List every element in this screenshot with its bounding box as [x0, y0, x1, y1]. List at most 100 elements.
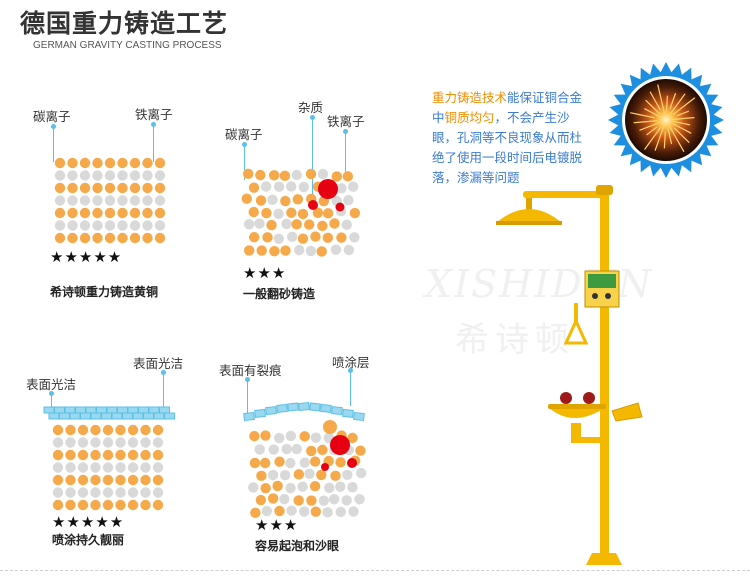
iron-ion-dot	[310, 506, 322, 517]
iron-ion-dot	[316, 469, 327, 481]
iron-ion-dot	[115, 499, 126, 511]
iron-ion-dot	[127, 424, 139, 436]
carbon-ion-dot	[104, 170, 116, 181]
carbon-ion-dot	[248, 482, 259, 493]
carbon-ion-dot	[285, 457, 296, 469]
carbon-ion-dot	[52, 487, 64, 498]
iron-ion-dot	[152, 424, 164, 436]
iron-ion-dot	[102, 449, 114, 461]
process-description: 重力铸造技术能保证铜合金中铜质均匀，不会产生沙眼，孔洞等不良现象从而杜绝了使用一…	[432, 88, 592, 188]
rating-stars: ★★★★★	[52, 513, 125, 531]
leader-line	[153, 124, 154, 162]
label-carbon-ion: 碳离子	[225, 127, 263, 142]
iron-ion-dot	[92, 157, 103, 169]
carbon-ion-dot	[79, 195, 91, 206]
iron-ion-dot	[90, 474, 101, 486]
carbon-ion-dot	[286, 181, 297, 192]
iron-ion-dot	[140, 449, 151, 461]
carbon-ion-dot	[52, 437, 64, 448]
iron-ion-dot	[115, 424, 126, 436]
iron-ion-dot	[306, 495, 317, 506]
carbon-ion-dot	[117, 195, 128, 206]
iron-ion-dot	[52, 474, 64, 486]
coating-brick	[331, 406, 343, 416]
iron-ion-dot	[154, 182, 166, 194]
coating-brick	[132, 412, 144, 420]
iron-ion-dot	[248, 232, 260, 243]
carbon-ion-dot	[279, 493, 290, 505]
coating-brick	[96, 406, 107, 414]
carbon-ion-dot	[268, 444, 279, 455]
particle-grid-coated-cracked	[243, 401, 367, 518]
iron-ion-dot	[309, 481, 321, 492]
iron-ion-dot	[54, 207, 66, 219]
iron-ion-dot	[115, 449, 126, 461]
iron-ion-dot	[322, 208, 334, 219]
carbon-ion-dot	[54, 195, 66, 206]
coating-brick	[243, 411, 255, 422]
leader-line	[350, 370, 351, 406]
carbon-ion-dot	[129, 195, 141, 206]
iron-ion-dot	[52, 499, 64, 511]
coating-brick	[148, 406, 160, 414]
iron-ion-dot	[142, 182, 153, 194]
iron-ion-dot	[142, 232, 153, 244]
iron-ion-dot	[255, 195, 267, 206]
iron-ion-dot	[117, 207, 128, 219]
iron-ion-dot	[117, 232, 128, 244]
emergency-shower-image	[496, 185, 643, 565]
carbon-ion-dot	[286, 231, 298, 243]
carbon-ion-dot	[90, 462, 101, 473]
desc-text: 能保证铜合金中	[432, 90, 583, 125]
iron-ion-dot	[293, 469, 305, 480]
carbon-ion-dot	[354, 494, 365, 505]
carbon-ion-dot	[273, 233, 284, 244]
carbon-ion-dot	[335, 506, 346, 518]
coating-brick	[164, 412, 175, 420]
carbon-ion-dot	[65, 487, 76, 498]
carbon-ion-dot	[330, 244, 342, 255]
coating-brick	[254, 408, 266, 418]
iron-ion-dot	[127, 474, 139, 486]
iron-ion-dot	[297, 208, 309, 220]
carbon-ion-dot	[328, 494, 340, 505]
iron-ion-dot	[262, 232, 273, 243]
iron-ion-dot	[92, 182, 103, 194]
iron-ion-dot	[293, 495, 304, 506]
carbon-ion-dot	[77, 487, 89, 498]
carbon-ion-dot	[77, 437, 89, 448]
iron-ion-dot	[260, 430, 271, 441]
iron-ion-dot	[306, 445, 317, 457]
label-carbon-ion: 碳离子	[33, 109, 71, 124]
carbon-ion-dot	[341, 495, 352, 506]
carbon-ion-dot	[102, 462, 114, 473]
coating-brick	[153, 412, 165, 420]
iron-ion-dot	[140, 474, 151, 486]
iron-ion-dot	[349, 207, 361, 219]
iron-ion-dot	[79, 182, 91, 194]
coating-brick	[85, 406, 97, 414]
carbon-ion-dot	[281, 443, 292, 455]
iron-ion-dot	[67, 182, 78, 194]
page-subtitle: GERMAN GRAVITY CASTING PROCESS	[33, 40, 222, 51]
carbon-ion-dot	[67, 195, 78, 206]
iron-ion-dot	[129, 182, 141, 194]
particle-grid-loose	[241, 168, 361, 257]
iron-ion-dot	[256, 470, 267, 482]
carbon-ion-dot	[274, 432, 285, 444]
iron-ion-dot	[104, 182, 116, 194]
iron-ion-dot	[274, 505, 285, 517]
impurity-dot	[308, 200, 318, 210]
coating-brick	[138, 406, 149, 414]
iron-ion-dot	[292, 194, 304, 205]
iron-ion-dot	[67, 157, 78, 169]
iron-ion-dot	[268, 170, 280, 181]
carbon-ion-dot	[291, 169, 302, 181]
carbon-ion-dot	[291, 443, 302, 455]
coating-brick	[80, 412, 91, 420]
carbon-ion-dot	[92, 195, 103, 206]
carbon-ion-dot	[117, 170, 128, 181]
iron-ion-dot	[77, 474, 89, 486]
iron-ion-dot	[330, 470, 341, 482]
iron-ion-dot	[297, 233, 309, 244]
